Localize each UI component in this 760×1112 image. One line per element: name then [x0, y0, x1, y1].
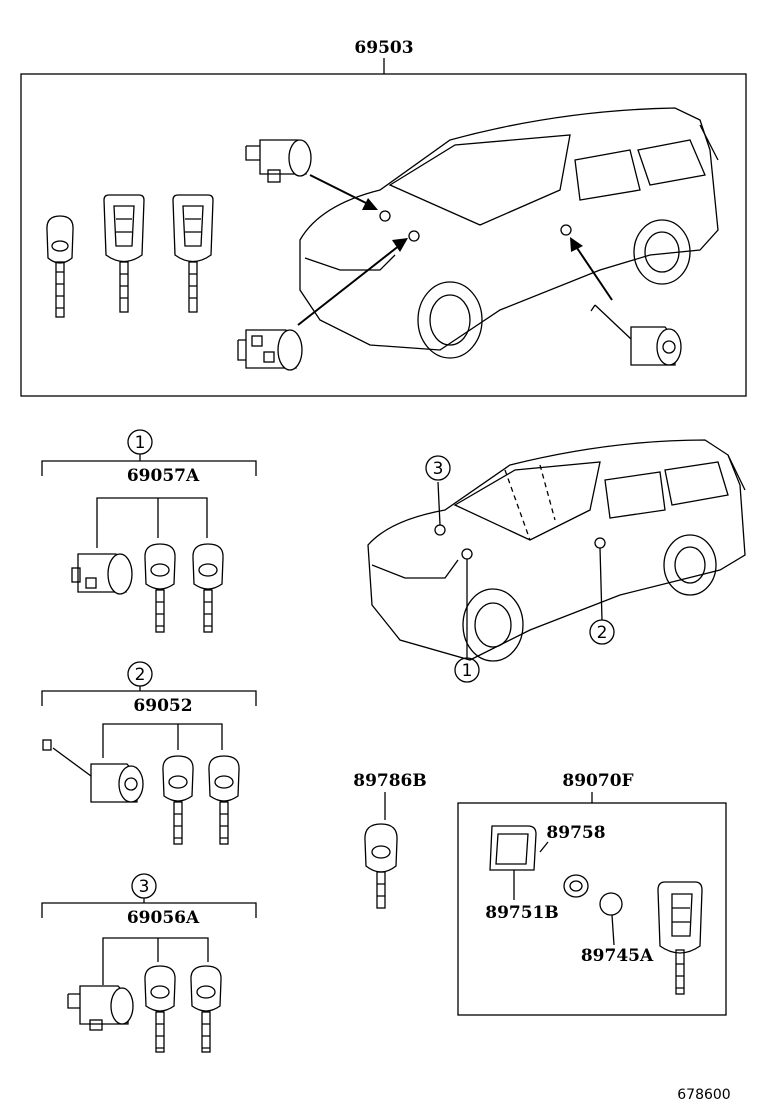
main-part-number: 69503 [354, 38, 413, 58]
location-point [434, 524, 446, 536]
arrow-icon [392, 238, 408, 252]
callout-circle-1 [454, 657, 480, 683]
battery-icon [599, 892, 623, 916]
key-icon [192, 543, 224, 633]
group-1-part-number: 69057A [127, 466, 200, 486]
lock-cylinder-icon [237, 329, 303, 371]
key-icon [162, 755, 194, 845]
key-icon [46, 215, 74, 318]
group-1-bracket [41, 460, 257, 476]
key-icon [208, 755, 240, 845]
lock-cylinder-icon [71, 553, 133, 595]
key-icon [190, 965, 222, 1053]
location-point [594, 537, 606, 549]
group-2-part-number: 69052 [133, 696, 192, 716]
callout-number: 1 [462, 661, 473, 681]
remote-part-number: 89070F [562, 771, 633, 791]
remote-key-icon [657, 881, 703, 995]
callout-circle-3 [425, 455, 451, 481]
group-3-leader [102, 937, 209, 985]
callout-number: 1 [135, 433, 146, 453]
callout-number: 3 [139, 877, 150, 897]
group-3-bracket [41, 902, 257, 918]
arrow-icon [362, 198, 378, 210]
arrow-icon [574, 244, 613, 301]
callout-number: 3 [433, 459, 444, 479]
key-icon [144, 543, 176, 633]
lock-cylinder-icon [67, 985, 134, 1031]
diagram-reference-number: 678600 [677, 1087, 730, 1103]
callout-number: 2 [135, 665, 146, 685]
vehicle-location-illustration [367, 439, 746, 662]
group-2-leader [102, 723, 223, 758]
group-3-part-number: 69056A [127, 908, 200, 928]
key-icon [144, 965, 176, 1053]
group-1-leader [96, 497, 208, 548]
vehicle-illustration [299, 107, 719, 359]
location-point [461, 548, 473, 560]
arrow-icon [297, 244, 401, 326]
lock-cylinder-icon [590, 304, 682, 366]
arrow-icon [570, 237, 583, 252]
callout-circle-2 [589, 619, 615, 645]
lock-cylinder-icon [42, 739, 144, 803]
remote-key-icon [172, 194, 214, 313]
callout-number: 2 [597, 623, 608, 643]
lock-cylinder-icon [245, 139, 312, 183]
battery-part-number: 89745A [581, 946, 654, 966]
key-icon [364, 823, 398, 909]
main-group-box [20, 73, 747, 397]
battery-holder-part-number: 89758 [546, 823, 605, 843]
remote-group-box [457, 802, 727, 1016]
key-part-number: 89786B [353, 771, 427, 791]
group-2-bracket [41, 690, 257, 706]
remote-key-icon [103, 194, 145, 313]
battery-holder-icon [563, 874, 589, 898]
cover-part-number: 89751B [485, 903, 559, 923]
remote-cover-icon [489, 825, 537, 871]
arrow-icon [309, 174, 371, 206]
